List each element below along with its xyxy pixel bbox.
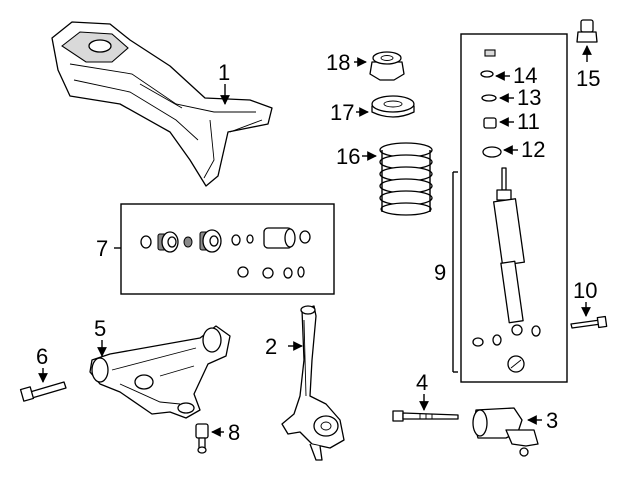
callout-15: 15 <box>576 66 600 91</box>
callout-5: 5 <box>94 316 106 341</box>
bushing-kit-part <box>140 227 311 279</box>
callout-2: 2 <box>265 334 277 359</box>
shock-bolt-part <box>570 315 608 329</box>
callout-14: 14 <box>513 63 537 88</box>
callout-7: 7 <box>96 236 108 261</box>
callout-11: 11 <box>517 109 540 134</box>
arm-bolt-part <box>19 381 67 402</box>
callout-18: 18 <box>326 50 350 75</box>
callout-4: 4 <box>416 370 428 395</box>
callout-12: 12 <box>521 137 545 162</box>
shock-absorber-part <box>472 49 541 373</box>
coil-spring-part <box>379 142 433 216</box>
steering-knuckle-part <box>281 305 345 461</box>
callout-17: 17 <box>330 100 354 125</box>
callout-3: 3 <box>546 408 558 433</box>
callout-13: 13 <box>517 85 541 110</box>
lower-control-arm-part <box>89 325 231 419</box>
mount-bushing-part <box>472 407 539 457</box>
spring-seat-upper-part <box>369 51 405 81</box>
callout-10: 10 <box>573 278 597 303</box>
bushing-kit-box <box>120 203 335 295</box>
callout-16: 16 <box>336 144 360 169</box>
callout-6: 6 <box>36 344 48 369</box>
shock-absorber-kit-box <box>460 33 568 383</box>
callout-1: 1 <box>218 60 230 85</box>
bump-stop-part <box>576 19 598 43</box>
callout-9: 9 <box>434 260 446 285</box>
callout-8: 8 <box>228 420 240 445</box>
ball-joint-part <box>195 423 209 454</box>
bearing-part <box>371 95 415 118</box>
crossmember-part <box>51 21 273 187</box>
long-bolt-part <box>392 410 459 422</box>
